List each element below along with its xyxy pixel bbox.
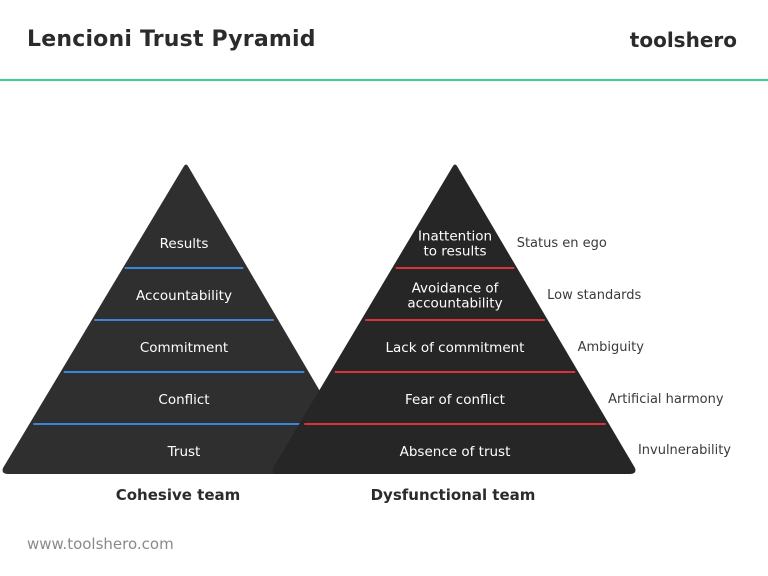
cohesive-pyramid: ResultsAccountabilityCommitmentConflictT… bbox=[2, 164, 366, 474]
cohesive-layer-label: Trust bbox=[167, 444, 201, 460]
header-bar: Lencioni Trust Pyramid toolshero bbox=[0, 0, 768, 81]
page-title: Lencioni Trust Pyramid bbox=[27, 27, 316, 52]
cohesive-layer-label: Commitment bbox=[140, 340, 228, 356]
dysfunctional-layer-label: Fear of conflict bbox=[405, 392, 505, 408]
dysfunctional-layer-label: Absence of trust bbox=[400, 444, 511, 460]
dysfunctional-layer-label: Lack of commitment bbox=[386, 340, 525, 356]
footer-url: www.toolshero.com bbox=[27, 535, 174, 553]
dysfunction-symptom-label: Invulnerability bbox=[638, 443, 731, 458]
dysfunctional-layer-label: Inattention bbox=[418, 229, 492, 245]
dysfunction-symptom-label: Status en ego bbox=[517, 236, 607, 251]
cohesive-layer-label: Accountability bbox=[136, 288, 232, 304]
dysfunctional-layer-label: Avoidance of bbox=[412, 281, 500, 297]
cohesive-team-caption: Cohesive team bbox=[116, 486, 241, 504]
dysfunctional-layer-label: to results bbox=[423, 244, 486, 260]
cohesive-layer-label: Results bbox=[160, 236, 209, 252]
dysfunctional-team-caption: Dysfunctional team bbox=[371, 486, 536, 504]
dysfunction-symptom-label: Low standards bbox=[547, 288, 641, 303]
dysfunctional-layer-label: accountability bbox=[407, 296, 502, 312]
dysfunction-symptom-label: Artificial harmony bbox=[608, 392, 724, 407]
brand-logo-text: toolshero bbox=[629, 28, 737, 52]
dysfunction-symptom-label: Ambiguity bbox=[578, 340, 645, 355]
cohesive-layer-label: Conflict bbox=[158, 392, 209, 408]
